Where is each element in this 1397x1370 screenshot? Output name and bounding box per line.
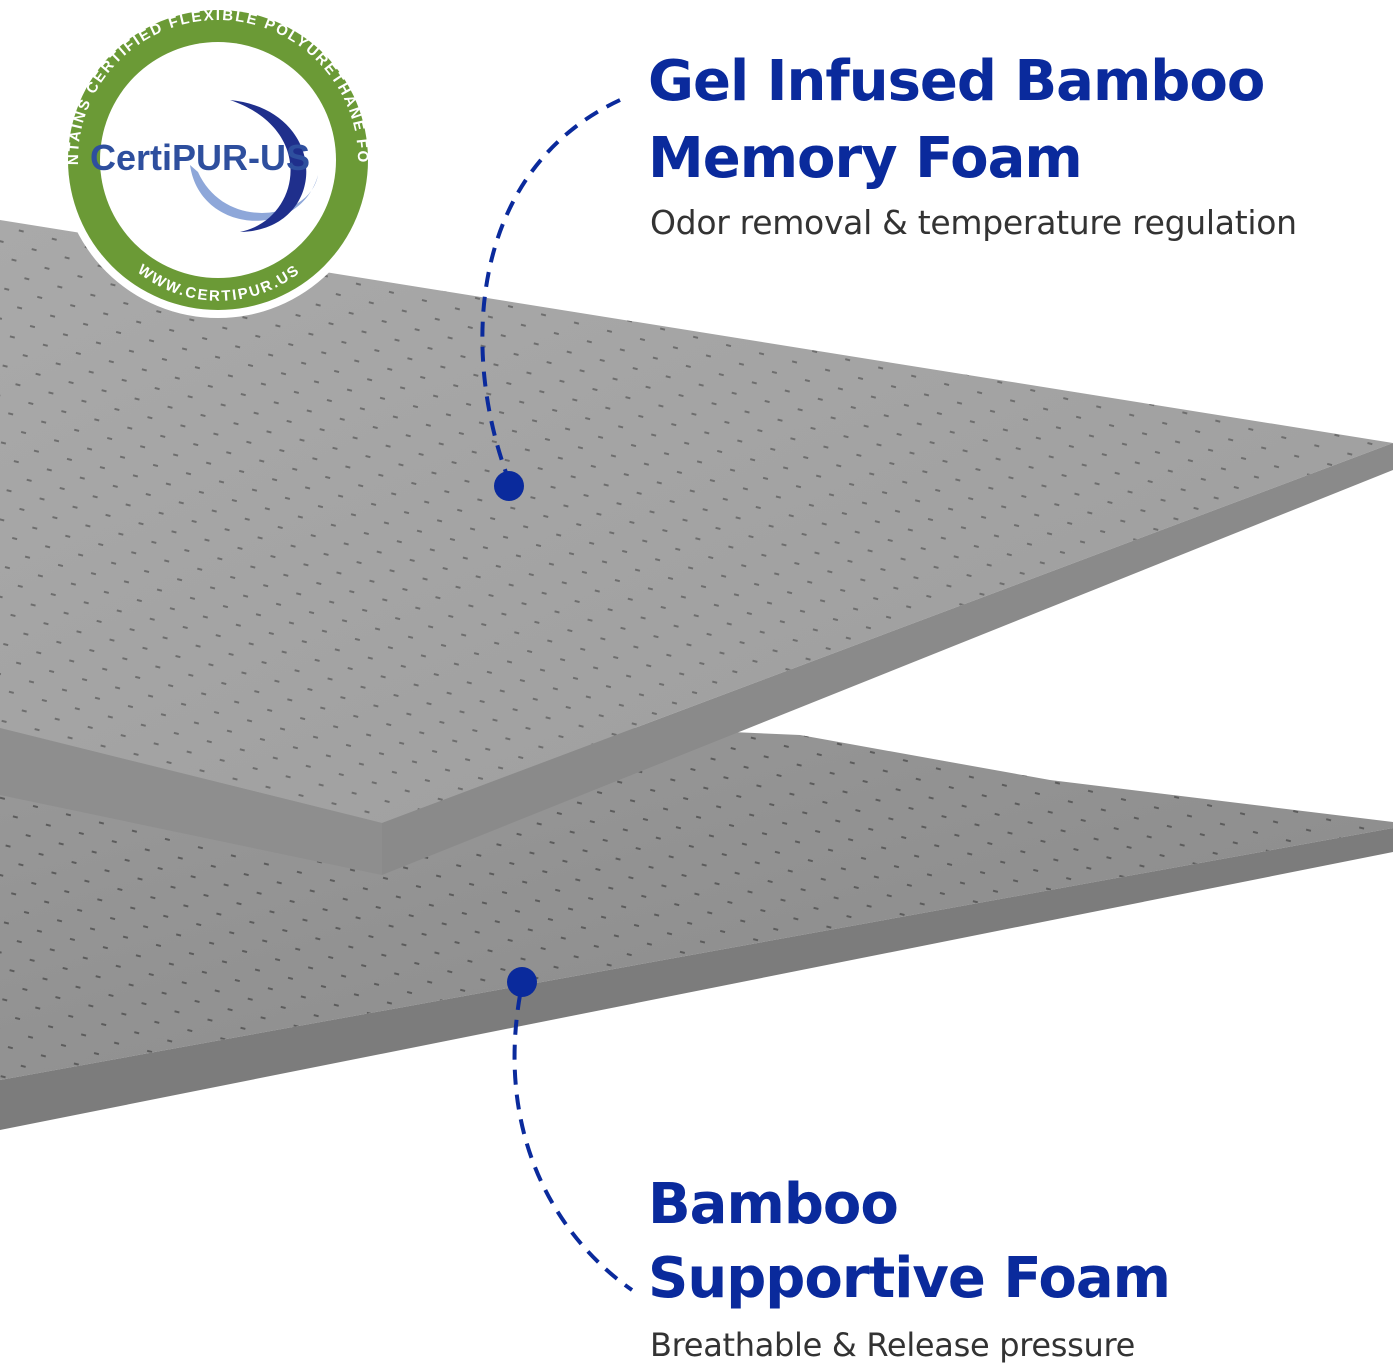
top-layer-marker-dot	[494, 471, 524, 501]
top-foam-layer	[0, 220, 1393, 875]
bottom-layer-title-line-2: Supportive Foam	[648, 1246, 1171, 1311]
top-layer-title-line-1: Gel Infused Bamboo	[648, 49, 1265, 114]
bottom-layer-marker-dot	[507, 967, 537, 997]
bottom-leader-line	[512, 994, 634, 1292]
top-layer-subtitle: Odor removal & temperature regulation	[650, 203, 1297, 242]
top-leader-line	[480, 98, 621, 479]
top-layer-title-line-2: Memory Foam	[648, 126, 1083, 191]
certipur-logo-text: CertiPUR-US	[90, 137, 310, 178]
bottom-layer-title-line-1: Bamboo	[648, 1172, 899, 1237]
bottom-layer-subtitle: Breathable & Release pressure	[650, 1326, 1136, 1364]
swoosh-dark	[230, 100, 307, 232]
swoosh-light	[190, 165, 318, 221]
